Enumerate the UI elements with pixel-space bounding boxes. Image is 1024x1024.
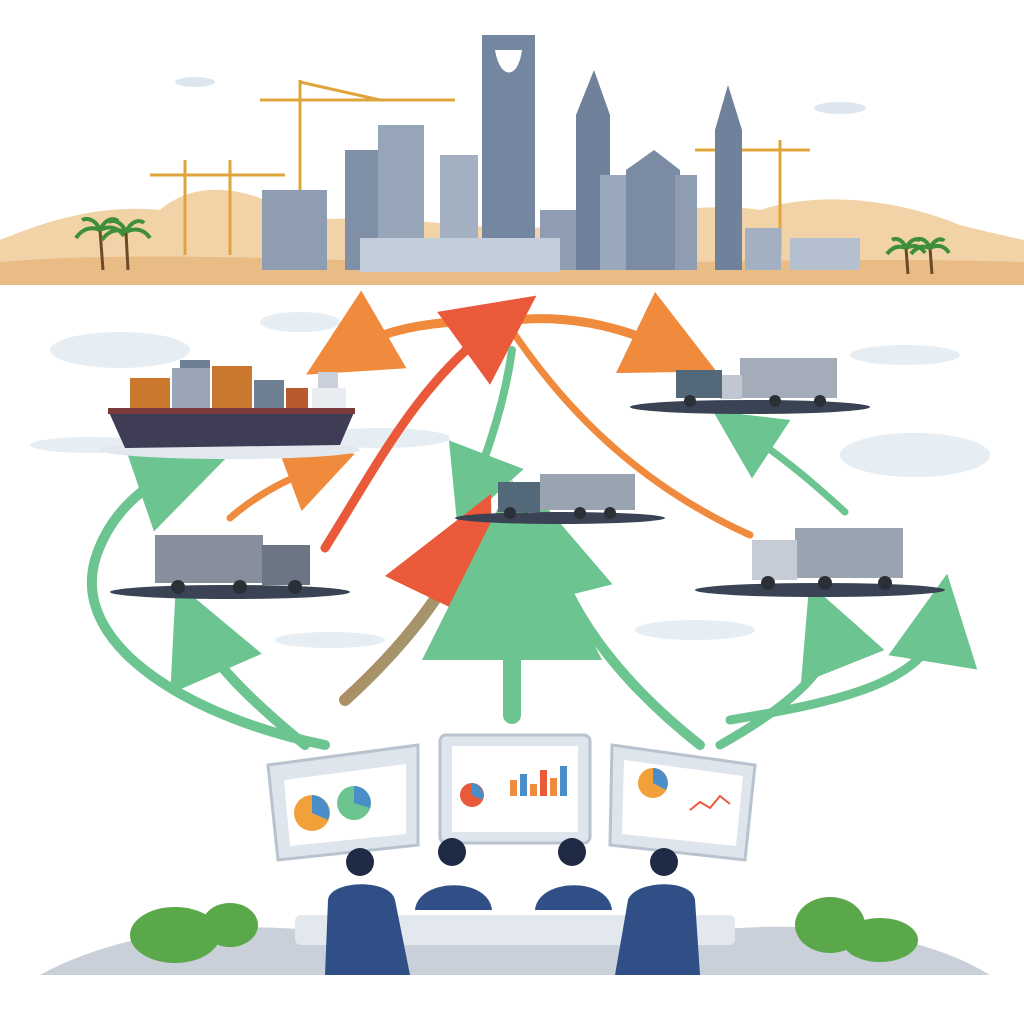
- red-arrow-up: [320, 295, 537, 553]
- truck-icon-right: [695, 528, 945, 597]
- truck-icon-left: [110, 535, 350, 599]
- line-chart: [689, 794, 731, 811]
- truck-icon-center: [455, 474, 665, 524]
- operator: [415, 838, 492, 910]
- green-arrow-center-down: [448, 346, 524, 530]
- containers: [130, 360, 308, 408]
- green-arrow-right-up: [712, 410, 849, 516]
- green-arrow-right-inner: [515, 499, 705, 750]
- mixed-arrow-center-left: [339, 493, 494, 706]
- orange-arrow-ship: [226, 445, 355, 522]
- bar-chart: [510, 766, 567, 796]
- green-arrow-right-loop: [715, 583, 885, 750]
- monitor-left: [266, 743, 420, 862]
- green-arrow-left-loop: [86, 436, 330, 750]
- skyscrapers: [262, 35, 860, 272]
- palm-trees: [74, 217, 951, 275]
- monitor-center: [438, 733, 592, 845]
- cargo-ship-icon: [100, 360, 360, 459]
- operators: [325, 838, 700, 975]
- operator: [615, 848, 700, 975]
- operator: [325, 848, 410, 975]
- green-arrow-far-right: [725, 573, 978, 725]
- city-skyline: [0, 35, 1024, 285]
- bushes: [130, 897, 918, 963]
- monitor-right: [608, 743, 757, 862]
- operator: [535, 838, 612, 910]
- flow-arrows: [86, 290, 978, 750]
- truck-icon-top-right: [630, 358, 870, 414]
- control-center: [40, 733, 990, 975]
- green-arrow-left-inner: [170, 582, 310, 750]
